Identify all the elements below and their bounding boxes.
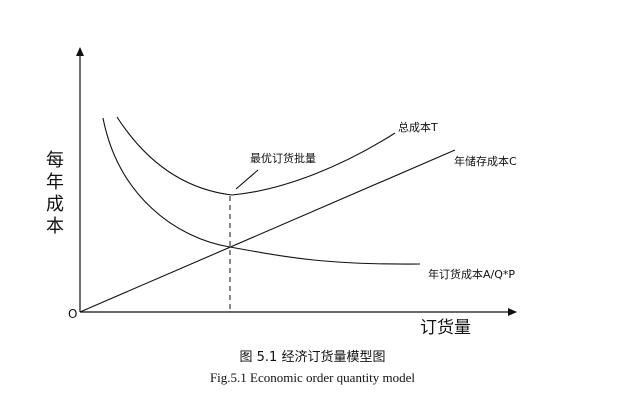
caption-chinese: 图 5.1 经济订货量模型图 <box>239 350 386 365</box>
optimum-leader-line <box>235 169 259 190</box>
origin-label: O <box>68 307 77 321</box>
y-axis-label-char: 每 <box>46 150 64 171</box>
total-cost-label: 总成本T <box>398 120 438 134</box>
total-cost-curve <box>116 116 396 196</box>
y-axis-label: 每 年 成 本 <box>46 150 64 237</box>
y-axis-label-char: 成 <box>46 194 64 215</box>
x-axis-label: 订货量 <box>420 318 471 338</box>
ordering-cost-label: 年订货成本A/Q*P <box>428 267 515 281</box>
y-axis-label-char: 年 <box>46 172 64 193</box>
caption-english: Fig.5.1 Economic order quantity model <box>209 370 416 385</box>
ordering-cost-curve <box>102 117 421 265</box>
y-axis-label-char: 本 <box>46 216 64 237</box>
holding-cost-label: 年储存成本C <box>454 154 517 168</box>
holding-cost-line <box>79 149 456 313</box>
optimum-label: 最优订货批量 <box>250 151 316 165</box>
